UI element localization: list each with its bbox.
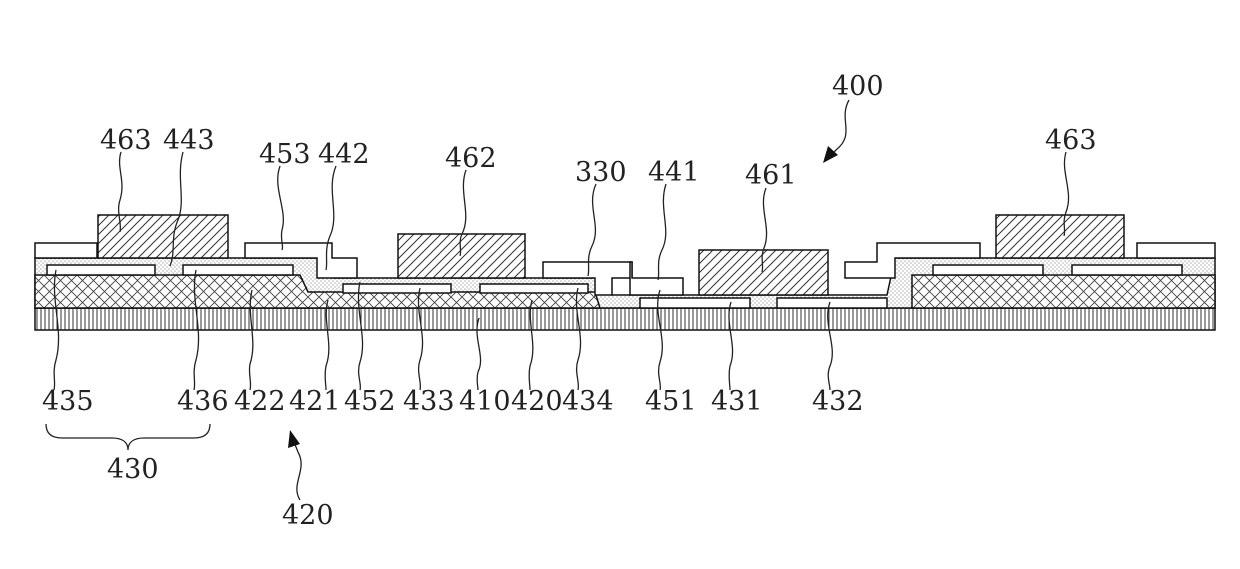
block-462 <box>398 234 525 278</box>
label-441: 441 <box>648 157 700 188</box>
substrate-layer-410 <box>35 308 1215 330</box>
label-421: 421 <box>289 386 341 417</box>
label-463-left: 463 <box>100 125 152 156</box>
label-433: 433 <box>403 386 455 417</box>
pad-left-outer <box>35 243 97 258</box>
leader-420-group <box>294 442 301 500</box>
label-451: 451 <box>645 386 697 417</box>
label-420: 420 <box>511 386 563 417</box>
label-462: 462 <box>445 143 497 174</box>
leader-441 <box>658 184 666 280</box>
label-443: 443 <box>163 125 215 156</box>
label-431: 431 <box>711 386 763 417</box>
label-452: 452 <box>344 386 396 417</box>
label-330: 330 <box>575 157 627 188</box>
label-430: 430 <box>107 454 159 485</box>
pad-right-outer <box>1137 243 1215 258</box>
electrode-right-b <box>1072 265 1182 275</box>
block-461 <box>699 250 828 295</box>
electrode-432 <box>777 298 887 308</box>
label-436: 436 <box>177 386 229 417</box>
crosshatch-layer-right <box>912 275 1215 308</box>
block-463-left <box>98 215 228 258</box>
label-435: 435 <box>42 386 94 417</box>
label-400: 400 <box>832 71 884 102</box>
label-461: 461 <box>745 160 797 191</box>
label-463-right: 463 <box>1045 125 1097 156</box>
electrode-right-a <box>933 265 1043 275</box>
label-422: 422 <box>234 386 286 417</box>
leader-453 <box>278 166 284 250</box>
leader-400 <box>829 100 849 158</box>
electrode-435 <box>47 265 155 275</box>
electrode-434 <box>480 284 588 293</box>
arrowhead-400 <box>823 146 838 163</box>
pad-441 <box>630 262 683 295</box>
label-434: 434 <box>562 386 614 417</box>
label-420-group: 420 <box>282 500 334 531</box>
block-463-right <box>996 215 1124 258</box>
label-410: 410 <box>459 386 511 417</box>
arrowhead-420-group <box>288 430 300 448</box>
electrode-436 <box>183 265 293 275</box>
label-453: 453 <box>259 139 311 170</box>
brace-430 <box>46 424 210 450</box>
label-432: 432 <box>812 386 864 417</box>
label-442: 442 <box>318 139 370 170</box>
electrode-431 <box>640 298 750 308</box>
